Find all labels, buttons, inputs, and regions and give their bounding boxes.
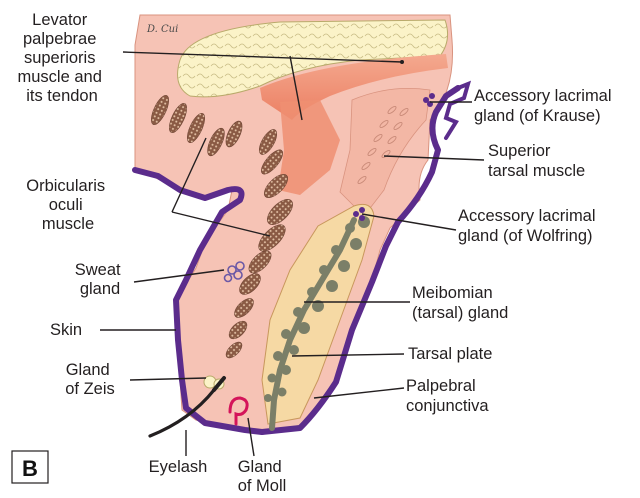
panel-letter: B xyxy=(22,456,38,481)
label-zeis: Gland of Zeis xyxy=(65,361,115,398)
label-conjunctiva: Palpebral conjunctiva xyxy=(406,377,489,415)
label-krause: Accessory lacrimal gland (of Krause) xyxy=(474,87,616,125)
label-moll: Gland of Moll xyxy=(238,458,287,495)
label-levator: Levator palpebrae superioris muscle and … xyxy=(18,11,107,105)
label-meibomian: Meibomian (tarsal) gland xyxy=(412,284,508,322)
label-skin: Skin xyxy=(50,321,82,339)
label-sweat: Sweat gland xyxy=(75,261,125,298)
artist-signature: D. Cui xyxy=(146,24,178,35)
label-eyelash: Eyelash xyxy=(149,458,208,476)
label-orbicularis: Orbicularis oculi muscle xyxy=(26,177,109,233)
label-tarsal-plate: Tarsal plate xyxy=(408,345,492,363)
label-wolfring: Accessory lacrimal gland (of Wolfring) xyxy=(458,207,600,245)
label-superior-tarsal: Superior tarsal muscle xyxy=(488,142,585,180)
